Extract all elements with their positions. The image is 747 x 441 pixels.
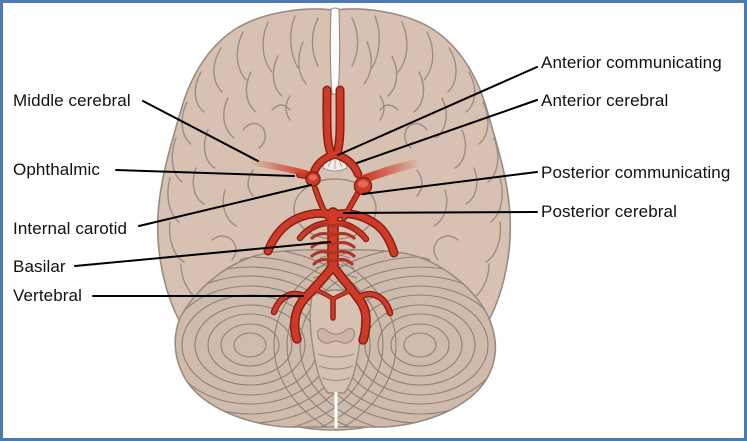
leader-anterior-cerebral [356,99,538,164]
leader-internal-carotid [138,184,312,227]
label-posterior-communicating: Posterior communicating [541,163,731,182]
leader-posterior-cerebral [343,211,538,214]
internal-carotid-stumps [305,171,373,196]
brain-illustration [74,7,538,431]
label-anterior-cerebral: Anterior cerebral [541,91,669,110]
label-vertebral: Vertebral [13,286,82,305]
label-internal-carotid: Internal carotid [13,219,128,238]
label-middle-cerebral: Middle cerebral [13,91,131,110]
leader-posterior-communicating [362,171,538,195]
label-posterior-cerebral: Posterior cerebral [541,202,677,221]
label-ophthalmic: Ophthalmic [13,160,100,179]
label-basilar: Basilar [13,257,66,276]
leader-middle-cerebral [142,100,259,162]
leader-anterior-communicating [337,66,538,156]
medulla-cross-section [317,327,355,344]
arteries [248,90,423,340]
label-anterior-communicating: Anterior communicating [541,53,722,72]
leader-basilar [74,241,331,267]
medulla-grooves [317,353,355,382]
leader-lines [74,66,538,297]
leader-ophthalmic [115,169,295,177]
longitudinal-fissure [329,7,341,95]
